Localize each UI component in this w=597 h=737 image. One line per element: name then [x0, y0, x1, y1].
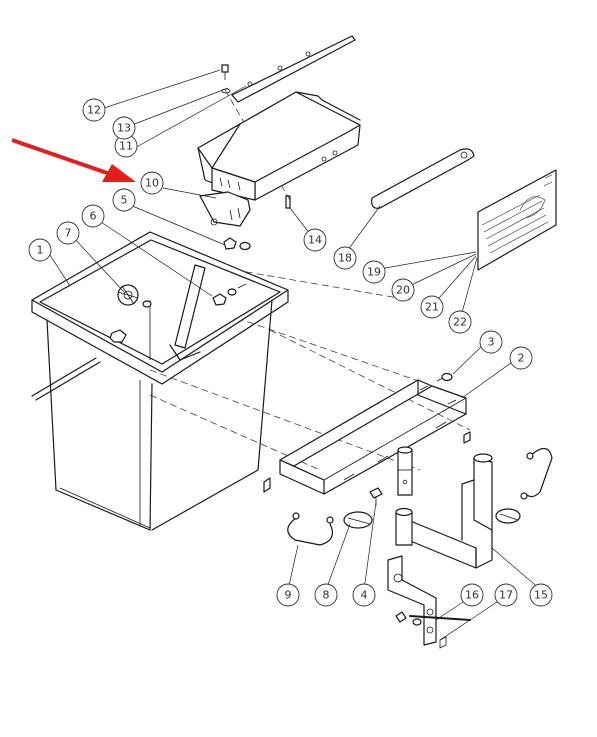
callout-7: 7 [56, 221, 80, 245]
callout-17-label: 17 [499, 589, 513, 602]
callout-2: 2 [509, 346, 533, 370]
callout-19-label: 19 [367, 266, 381, 279]
callout-8: 8 [314, 583, 338, 607]
chute-housing [197, 91, 361, 227]
sleeve-tube [397, 446, 413, 496]
lid-plate [221, 35, 356, 103]
bolt [369, 487, 383, 506]
callout-9-label: 9 [285, 589, 292, 602]
callout-18-label: 18 [338, 252, 352, 265]
hopper-box [31, 231, 289, 531]
callout-7-label: 7 [65, 227, 72, 240]
callout-18: 18 [333, 246, 357, 270]
callout-12: 12 [82, 98, 106, 122]
callout-14-label: 14 [308, 234, 322, 247]
callout-22: 22 [448, 310, 472, 334]
callout-1-label: 1 [37, 244, 44, 257]
frame-bracket [263, 372, 471, 495]
callout-6: 6 [81, 204, 105, 228]
callout-16: 16 [460, 583, 484, 607]
callout-19: 19 [362, 260, 386, 284]
callout-20-label: 20 [396, 284, 410, 297]
callout-2-label: 2 [518, 352, 525, 365]
callout-22-label: 22 [453, 316, 467, 329]
hinge-bracket [387, 555, 471, 649]
callout-21: 21 [420, 295, 444, 319]
lynch-pins [343, 508, 521, 529]
callout-11-label: 11 [119, 140, 133, 153]
label-plate [477, 169, 557, 271]
callout-6-label: 6 [90, 210, 97, 223]
callout-14: 14 [303, 228, 327, 252]
callout-5: 5 [112, 188, 136, 212]
callout-20: 20 [391, 278, 415, 302]
callout-3-label: 3 [488, 336, 495, 349]
callout-10: 10 [140, 171, 164, 195]
callout-21-label: 21 [425, 301, 439, 314]
callout-12-label: 12 [87, 104, 101, 117]
callout-17: 17 [494, 583, 518, 607]
callout-13-label: 13 [117, 122, 131, 135]
callout-15: 15 [529, 583, 553, 607]
callout-10-label: 10 [145, 177, 159, 190]
callout-5-label: 5 [121, 194, 128, 207]
flat-bar [371, 148, 475, 209]
hitch-arm [395, 453, 493, 569]
callout-15-label: 15 [534, 589, 548, 602]
callout-1: 1 [28, 238, 52, 262]
callout-4: 4 [352, 583, 376, 607]
callout-9: 9 [276, 583, 300, 607]
callout-16-label: 16 [465, 589, 479, 602]
leader-lines [47, 69, 542, 641]
callout-13: 13 [112, 116, 136, 140]
callout-8-label: 8 [323, 589, 330, 602]
callout-4-label: 4 [361, 589, 368, 602]
wire-clip [287, 447, 553, 546]
callout-3: 3 [479, 330, 503, 354]
callout-11: 11 [114, 134, 138, 158]
red-arrow [11, 138, 136, 182]
